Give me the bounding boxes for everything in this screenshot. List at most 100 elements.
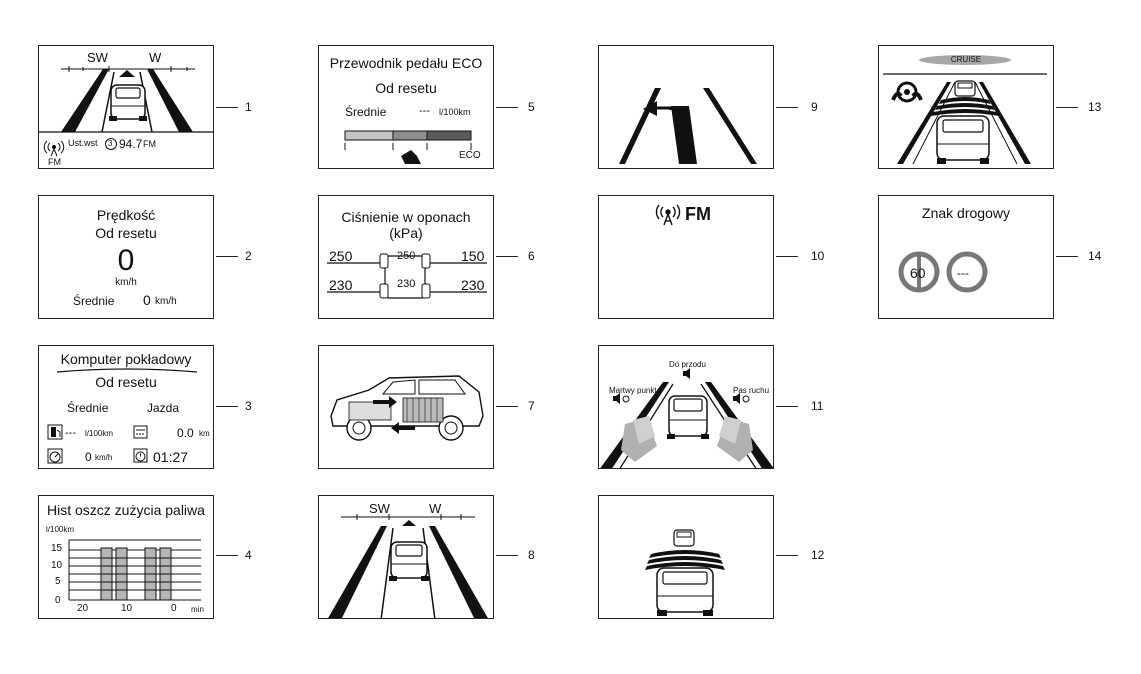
speedometer-icon <box>47 448 63 464</box>
band-label: FM <box>48 157 61 167</box>
preset-label: Ust.wst <box>68 138 98 148</box>
front-label: Do przodu <box>669 360 706 369</box>
steering-assist-icon <box>891 81 923 103</box>
band-small: FM <box>143 139 156 149</box>
average-unit: l/100km <box>439 107 471 117</box>
callout-line <box>496 107 518 109</box>
driver-assist-graphic <box>600 368 773 468</box>
callout-line <box>216 256 238 258</box>
callout-line <box>776 107 798 109</box>
panel-title: Ciśnienie w oponach <box>341 209 471 225</box>
panel-13-cruise: CRUISE <box>878 45 1054 169</box>
callout-line <box>776 256 798 258</box>
panel-subtitle: Od resetu <box>95 374 157 390</box>
callout-line <box>216 406 238 408</box>
x-tick: 0 <box>171 603 177 614</box>
panel-5-eco-pedal: Przewodnik pedału ECO Od resetu Średnie … <box>318 45 494 169</box>
panel-8-compass-road: SW W <box>318 495 494 619</box>
fuel-unit: l/100km <box>85 429 114 438</box>
column-average: Średnie <box>67 401 109 415</box>
panel-9-navigation <box>598 45 774 169</box>
radio-antenna-icon <box>655 204 681 226</box>
x-unit: min <box>191 605 204 614</box>
panel-4-fuel-history: Hist oszcz zużycia paliwa l/100km 15 10 … <box>38 495 214 619</box>
speed-value: 0 <box>117 244 135 277</box>
callout-7: 7 <box>528 399 535 413</box>
panel-3-trip-computer: Komputer pokładowy Od resetu Średnie Jaz… <box>38 345 214 469</box>
fuel-pump-icon <box>47 424 63 440</box>
speed-value: 0 <box>85 450 92 464</box>
cruise-graphic <box>883 55 1047 165</box>
unknown-sign-icon <box>946 251 988 293</box>
callout-11: 11 <box>811 399 824 413</box>
panel-title: Znak drogowy <box>922 205 1010 221</box>
callout-line <box>216 555 238 557</box>
panel-subtitle: Od resetu <box>95 225 157 241</box>
panel-6-tire-pressure: Ciśnienie w oponach (kPa) 250 250 150 23… <box>318 195 494 319</box>
column-trip: Jazda <box>147 401 180 415</box>
compass-sw: SW <box>87 50 108 65</box>
average-value: 0 <box>143 292 151 308</box>
callout-line <box>496 555 518 557</box>
compass-w: W <box>149 50 162 65</box>
lead-car-icon <box>673 529 695 547</box>
road-graphic <box>328 514 488 618</box>
y-tick: 15 <box>51 543 63 554</box>
callout-line <box>1056 256 1078 258</box>
callout-line <box>1056 107 1078 109</box>
car-icon <box>936 115 990 164</box>
average-label: Średnie <box>345 105 387 119</box>
distance-unit: km <box>199 429 210 438</box>
speed-unit: km/h <box>115 277 137 288</box>
compass-w: W <box>429 501 442 516</box>
tire-front-center: 250 <box>397 250 416 262</box>
lane-label: Pas ruchu <box>733 386 770 395</box>
callout-10: 10 <box>811 249 825 263</box>
tire-rear-right: 230 <box>461 277 485 293</box>
panel-title: Przewodnik pedału ECO <box>329 55 483 71</box>
distance-value: 0.0 <box>177 426 194 440</box>
x-tick: 20 <box>77 603 89 614</box>
panel-10-radio: FM <box>598 195 774 319</box>
compass-sw: SW <box>369 501 390 516</box>
pressure-unit: (kPa) <box>389 225 423 241</box>
callout-12: 12 <box>811 548 825 562</box>
vehicle-side-icon <box>330 375 484 441</box>
callout-3: 3 <box>245 399 252 413</box>
tire-rear-left: 230 <box>329 277 353 293</box>
callout-line <box>776 555 798 557</box>
callout-13: 13 <box>1088 100 1102 114</box>
callout-8: 8 <box>528 548 535 562</box>
panel-7-vehicle-energy <box>318 345 494 469</box>
panel-11-driver-assist: Do przodu Martwy punkt Pas ruchu <box>598 345 774 469</box>
callout-line <box>216 107 238 109</box>
tire-front-left: 250 <box>329 248 353 264</box>
callout-5: 5 <box>528 100 535 114</box>
callout-line <box>776 406 798 408</box>
y-axis-label: l/100km <box>46 525 75 534</box>
panel-title: Komputer pokładowy <box>60 351 192 367</box>
panel-1-compass-radio: SW W Ust.wst 3 94.7 FM FM <box>38 45 214 169</box>
y-tick: 10 <box>51 560 63 571</box>
panel-title: Hist oszcz zużycia paliwa <box>47 502 205 518</box>
car-icon <box>389 541 429 581</box>
speed-limit-value: 60 <box>910 265 926 281</box>
turn-arrow-graphic <box>619 88 757 164</box>
average-value: --- <box>419 105 430 117</box>
callout-9: 9 <box>811 100 818 114</box>
history-chart <box>68 539 201 601</box>
eco-label: ECO <box>459 150 481 161</box>
callout-line <box>496 256 518 258</box>
vehicle-topview <box>327 253 487 299</box>
car-icon <box>109 84 147 121</box>
panel-subtitle: Od resetu <box>375 80 437 96</box>
callout-4: 4 <box>245 548 252 562</box>
panel-title: Prędkość <box>96 207 156 223</box>
traffic-signs <box>898 251 988 293</box>
stopwatch-icon <box>133 448 148 463</box>
radio-antenna-icon <box>43 140 65 157</box>
x-tick: 10 <box>121 603 133 614</box>
frequency: 94.7 <box>119 137 143 151</box>
average-unit: km/h <box>155 296 177 307</box>
y-tick: 5 <box>55 576 61 587</box>
